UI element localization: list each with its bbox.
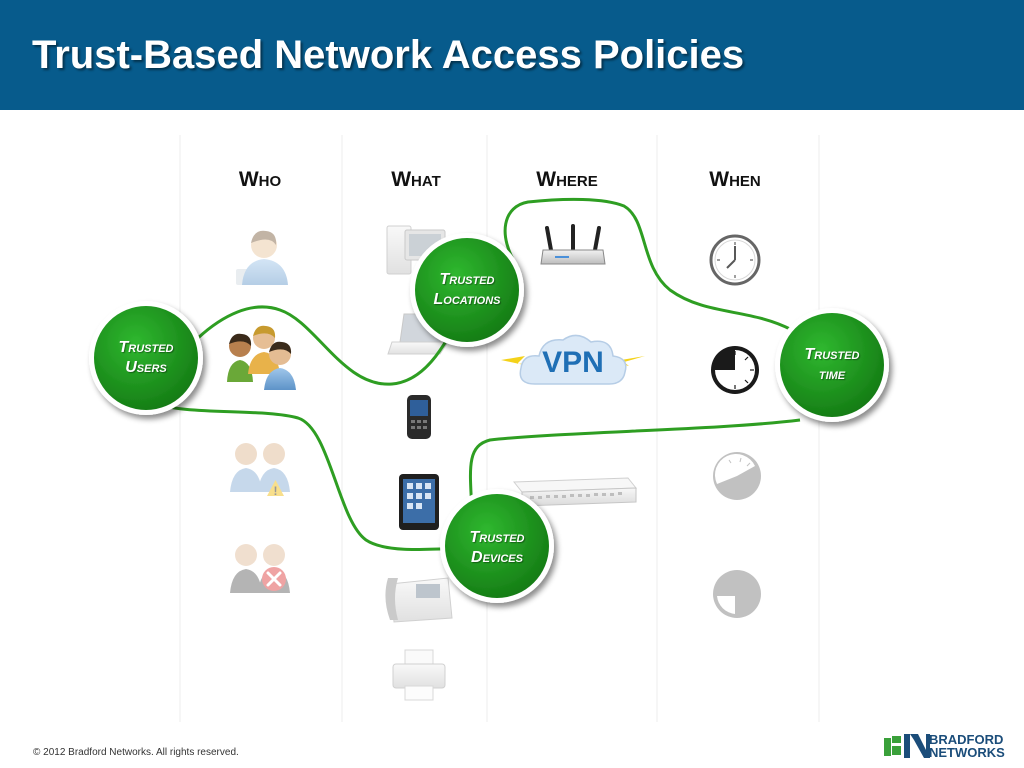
bubble-line: Users [125, 359, 167, 376]
trusted-time-label: Trusted time [777, 345, 887, 385]
user-group-icon [227, 325, 296, 390]
clock-icon [709, 234, 761, 286]
svg-text:!: ! [274, 484, 278, 498]
bubble-line: Locations [433, 291, 501, 308]
quarter-gauge-icon [713, 570, 761, 618]
trusted-time-bubble [775, 308, 889, 422]
users-to-locations-path [196, 299, 470, 386]
column-header-where: Where [536, 168, 598, 191]
bubble-line: Trusted [804, 346, 860, 363]
trusted-locations-label: Trusted Locations [412, 270, 522, 310]
trusted-devices-label: Trusted Devices [442, 528, 552, 568]
users-to-devices-path [149, 400, 461, 552]
copyright-footer: © 2012 Bradford Networks. All rights res… [33, 747, 239, 758]
smartphone-icon [407, 395, 431, 439]
single-user-icon [236, 230, 288, 285]
column-header-when: When [709, 168, 761, 191]
slide-title: Trust-Based Network Access Policies [32, 33, 745, 77]
trusted-devices-bubble [440, 489, 554, 603]
column-header-what: What [391, 168, 441, 191]
column-header-who: Who [238, 168, 282, 191]
ip-phone-icon [385, 577, 453, 623]
trusted-users-label: Trusted Users [91, 338, 201, 378]
users-warning-icon: ! [230, 443, 290, 498]
bubble-line: Devices [471, 549, 523, 566]
logo-text: BRADFORD NETWORKS [929, 733, 1005, 759]
tablet-icon [399, 474, 439, 530]
logo-line-1: BRADFORD [929, 732, 1004, 747]
trusted-locations-bubble [410, 233, 524, 347]
users-denied-icon [230, 544, 290, 593]
title-bar: Trust-Based Network Access Policies [0, 0, 1024, 110]
wireless-router-icon [540, 224, 606, 265]
bradford-logo-mark [884, 734, 930, 758]
logo-line-2: NETWORKS [929, 745, 1005, 760]
trust-paths [149, 197, 801, 552]
bradford-networks-logo: BRADFORD NETWORKS [882, 730, 1018, 762]
trusted-users-bubble [89, 301, 203, 415]
column-dividers [179, 135, 820, 722]
devices-to-time-path [468, 418, 801, 513]
locations-to-time-path [503, 197, 793, 332]
bubble-line: time [818, 366, 846, 383]
bubble-line: Trusted [439, 271, 495, 288]
vpn-label: VPN [542, 346, 604, 379]
printer-icon [392, 649, 446, 701]
partial-gauge-icon [713, 452, 761, 500]
bubble-line: Trusted [118, 339, 174, 356]
vpn-cloud-icon: VPN [501, 334, 645, 385]
network-switch-icon [512, 477, 638, 507]
bubble-line: Trusted [469, 529, 525, 546]
dial-gauge-icon [711, 346, 759, 394]
